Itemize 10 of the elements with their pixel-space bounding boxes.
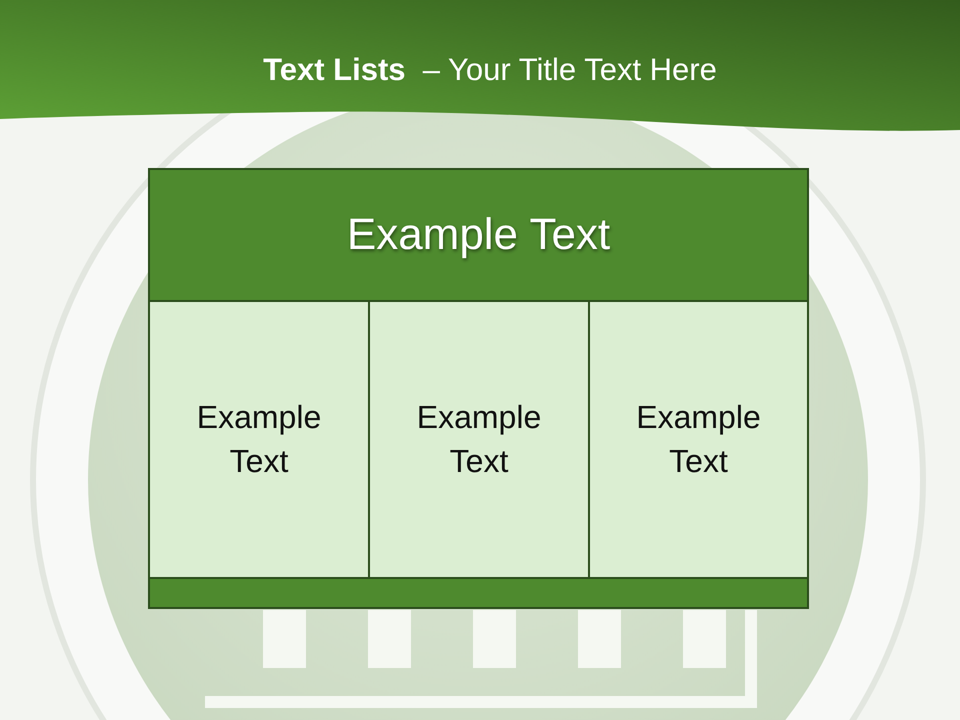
header-band <box>148 168 809 302</box>
slide-title: Text Lists – Your Title Text Here <box>262 52 718 88</box>
header-text: Example Text <box>346 209 610 262</box>
column-panel <box>148 300 370 579</box>
column-text: Example Text <box>196 398 322 480</box>
column-panel <box>588 300 809 579</box>
column-text: Example Text <box>416 398 542 480</box>
footer-band <box>148 577 809 609</box>
column-text: Example Text <box>635 398 762 480</box>
column-panel <box>368 300 590 579</box>
